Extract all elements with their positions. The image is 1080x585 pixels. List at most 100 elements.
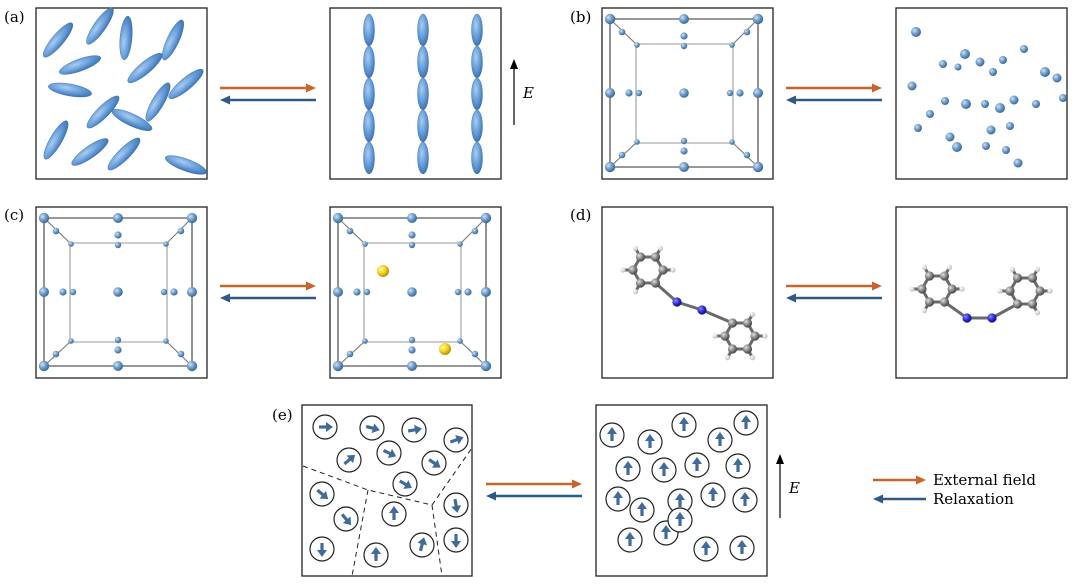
dipole-arrow-icon bbox=[319, 490, 329, 500]
lattice-atom bbox=[114, 231, 122, 239]
lattice-atom bbox=[618, 28, 626, 36]
ellipsoid bbox=[417, 45, 429, 79]
dipole-arrow-icon bbox=[659, 462, 669, 469]
dipole-arrow-icon bbox=[389, 506, 399, 513]
panel-label-b: (b) bbox=[570, 8, 591, 26]
particle bbox=[911, 27, 921, 37]
dipole-arrow-icon bbox=[715, 432, 725, 439]
dipole-arrow-icon bbox=[403, 480, 412, 489]
hydrogen-atom bbox=[749, 355, 756, 361]
ellipsoid bbox=[86, 7, 114, 45]
carbon-atom bbox=[742, 318, 753, 328]
lattice-atom bbox=[408, 336, 416, 344]
particle bbox=[989, 68, 997, 76]
ferroelectric-domains bbox=[302, 414, 473, 577]
chemical-bond bbox=[943, 300, 969, 320]
lattice-atom bbox=[464, 288, 472, 296]
hydrogen-atom bbox=[632, 289, 639, 295]
dipole-arrow-icon bbox=[645, 434, 655, 441]
dipole-arrow-icon bbox=[414, 424, 422, 435]
lattice-atom bbox=[332, 360, 344, 372]
hydrogen-atom bbox=[997, 288, 1003, 294]
lattice-atom bbox=[407, 361, 417, 371]
ellipsoid bbox=[119, 15, 133, 61]
carbon-atom bbox=[1027, 273, 1038, 283]
dipole-arrow-icon bbox=[346, 454, 356, 464]
dipole-arrow-icon bbox=[451, 505, 462, 513]
ellipsoid bbox=[471, 109, 483, 143]
lattice-atom bbox=[679, 88, 689, 98]
lattice-atom bbox=[680, 147, 688, 155]
panel-label-a: (a) bbox=[4, 8, 25, 26]
dipole-arrow-icon bbox=[637, 502, 647, 509]
lattice-atom bbox=[729, 139, 735, 145]
chemical-bond bbox=[990, 302, 1019, 320]
frame-d-left bbox=[601, 206, 774, 379]
lattice-atom bbox=[743, 28, 751, 36]
carbon-atom bbox=[924, 271, 935, 281]
ellipsoid bbox=[363, 13, 375, 47]
ellipsoid bbox=[107, 137, 141, 171]
lattice-atom bbox=[353, 288, 361, 296]
dipole-arrow-icon bbox=[675, 512, 685, 519]
particle bbox=[1059, 94, 1067, 102]
lattice-atom bbox=[332, 212, 344, 224]
particle bbox=[986, 125, 996, 135]
arrow-up-head bbox=[510, 59, 518, 69]
lattice-atom bbox=[114, 346, 122, 354]
nitrogen-atom bbox=[697, 305, 707, 315]
ellipsoid bbox=[363, 77, 375, 111]
carbon-atom bbox=[750, 331, 760, 341]
legend-external-field: External field bbox=[933, 471, 1036, 489]
carbon-atom bbox=[720, 331, 730, 341]
dopant-atom bbox=[439, 343, 451, 355]
ellipsoid bbox=[471, 77, 483, 111]
lattice-atom bbox=[457, 338, 463, 344]
carbon-atom bbox=[650, 252, 661, 262]
chemical-bond bbox=[654, 281, 679, 304]
panel-label-c: (c) bbox=[4, 206, 24, 224]
lattice-atom bbox=[68, 338, 74, 344]
lattice-atom bbox=[69, 288, 77, 296]
dipole-arrow-icon bbox=[741, 415, 751, 422]
field-label-a: E bbox=[522, 84, 534, 102]
arrow-left-head bbox=[220, 293, 230, 303]
particle bbox=[960, 49, 970, 59]
dipole-arrow-icon bbox=[701, 541, 711, 548]
ellipsoid bbox=[363, 109, 375, 143]
dipole-arrow-icon bbox=[417, 537, 428, 546]
carbon-atom bbox=[658, 265, 668, 275]
ellipsoid bbox=[471, 141, 483, 175]
lattice-atom bbox=[163, 241, 169, 247]
particle bbox=[1020, 45, 1028, 53]
doped-cubic-lattice bbox=[332, 212, 492, 372]
lattice-atom bbox=[618, 151, 626, 159]
field-arrow-a bbox=[510, 59, 518, 125]
ellipsoid bbox=[363, 45, 375, 79]
hydrogen-atom bbox=[620, 267, 626, 273]
hydrogen-atom bbox=[712, 333, 718, 339]
frame-c-left bbox=[35, 206, 208, 379]
hydrogen-atom bbox=[921, 308, 928, 314]
carbon-atom bbox=[628, 265, 638, 275]
nitrogen-atom bbox=[962, 313, 972, 323]
lattice-atom bbox=[333, 287, 343, 297]
particle bbox=[975, 57, 985, 67]
carbon-atom bbox=[727, 318, 738, 328]
lattice-atom bbox=[346, 350, 354, 358]
particle bbox=[1006, 122, 1014, 130]
frame-a-right bbox=[329, 7, 502, 180]
lattice-atom bbox=[454, 288, 462, 296]
legend-external-head bbox=[916, 475, 926, 485]
arrow-left-head bbox=[220, 95, 230, 105]
lattice-atom bbox=[635, 89, 643, 97]
carbon-atom bbox=[1005, 286, 1015, 296]
dipole-arrow-icon bbox=[623, 461, 633, 468]
lattice-atom bbox=[362, 338, 368, 344]
domain-wall bbox=[431, 504, 443, 577]
ellipsoid bbox=[417, 77, 429, 111]
dipole-arrow-icon bbox=[692, 457, 702, 464]
lattice-atom bbox=[481, 287, 491, 297]
frame-b-right bbox=[895, 7, 1068, 180]
